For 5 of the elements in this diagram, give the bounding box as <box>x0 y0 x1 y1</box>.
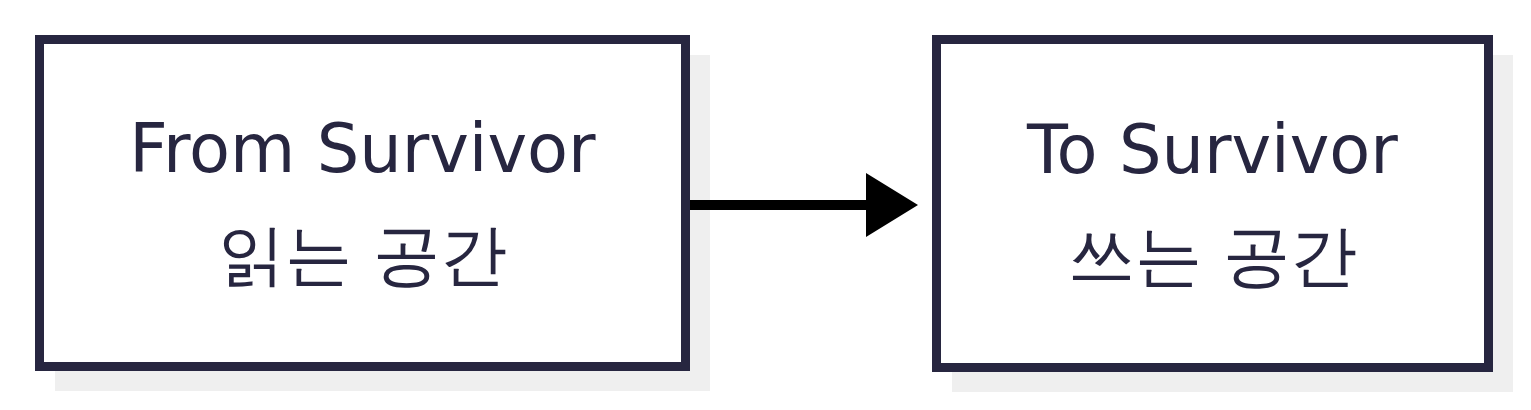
arrow <box>690 173 918 237</box>
node-label: 쓰는 공간 <box>1067 215 1358 297</box>
node-label: To Survivor <box>1027 109 1398 191</box>
node-label: From Survivor <box>129 109 596 191</box>
node-label: 읽는 공간 <box>217 215 508 296</box>
